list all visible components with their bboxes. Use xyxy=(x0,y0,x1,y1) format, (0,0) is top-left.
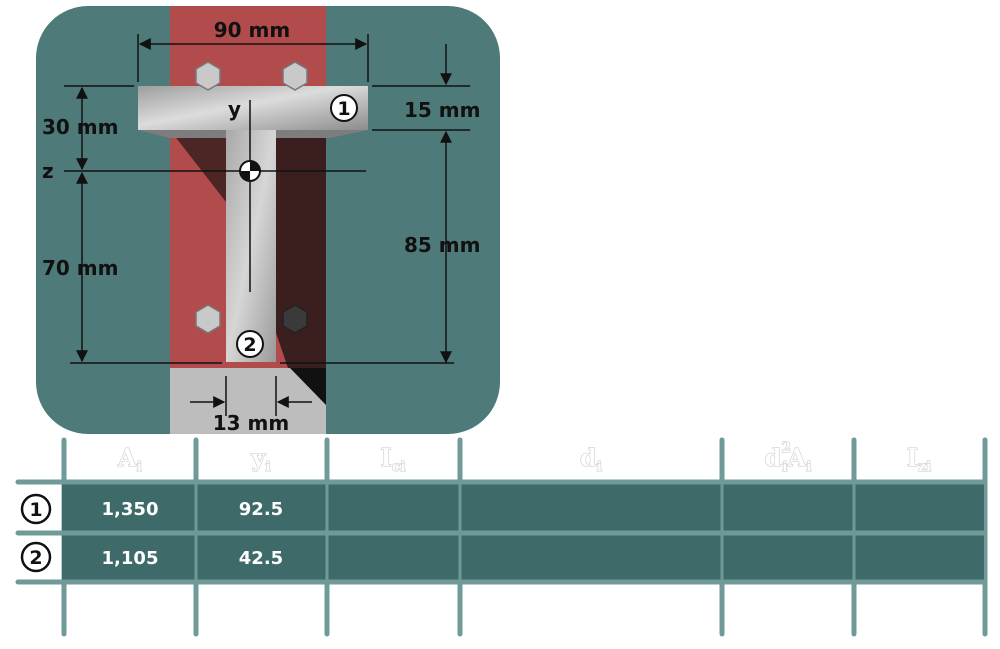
centroid-icon xyxy=(239,160,261,182)
plate-shadow-right xyxy=(275,130,326,368)
table-row xyxy=(62,482,984,532)
svg-text:1: 1 xyxy=(29,499,42,521)
dimension-flange-width: 90 mm xyxy=(137,18,369,82)
bottom-plate xyxy=(170,368,326,434)
row-label-2: 2 xyxy=(20,541,52,573)
svg-text:2: 2 xyxy=(29,547,42,569)
svg-text:90 mm: 90 mm xyxy=(214,18,290,42)
part-2-marker: 2 xyxy=(236,330,264,358)
cell-y-2: 42.5 xyxy=(239,548,283,569)
plate-shadow-left xyxy=(170,130,226,202)
flange xyxy=(138,86,368,130)
svg-text:70 mm: 70 mm xyxy=(42,256,118,280)
svg-text:85 mm: 85 mm xyxy=(404,233,480,257)
svg-text:15 mm: 15 mm xyxy=(404,98,480,122)
bolt-bottom-left xyxy=(195,304,221,334)
svg-text:13 mm: 13 mm xyxy=(213,411,289,435)
dimension-centroid-distances: 30 mm 70 mm xyxy=(42,85,222,364)
cell-area-2: 1,105 xyxy=(102,548,159,569)
dimension-flange-thickness: 15 mm xyxy=(372,44,480,131)
header-inertia-z: Izi xyxy=(907,443,932,475)
table-row xyxy=(62,534,984,580)
row-label-1: 1 xyxy=(20,493,52,525)
header-inertia-centroid: Ici xyxy=(380,443,405,475)
svg-text:30 mm: 30 mm xyxy=(42,115,118,139)
y-axis-label: y xyxy=(228,97,241,121)
bolt-bottom-right xyxy=(282,304,308,334)
svg-text:1: 1 xyxy=(337,98,350,120)
cell-area-1: 1,350 xyxy=(102,499,159,520)
bolt-top-left xyxy=(195,61,221,91)
bolt-top-right xyxy=(282,61,308,91)
header-centroid-y: yi xyxy=(250,443,270,475)
bottom-plate-shadow xyxy=(290,368,326,405)
z-axis-label: z xyxy=(42,159,54,183)
header-area: Ai xyxy=(117,443,142,475)
dimension-web-height: 85 mm xyxy=(404,130,480,364)
cell-y-1: 92.5 xyxy=(239,499,283,520)
dimension-web-thickness: 13 mm xyxy=(190,376,312,435)
header-distance: di xyxy=(580,443,602,475)
svg-text:2: 2 xyxy=(243,334,256,356)
part-1-marker: 1 xyxy=(330,94,358,122)
